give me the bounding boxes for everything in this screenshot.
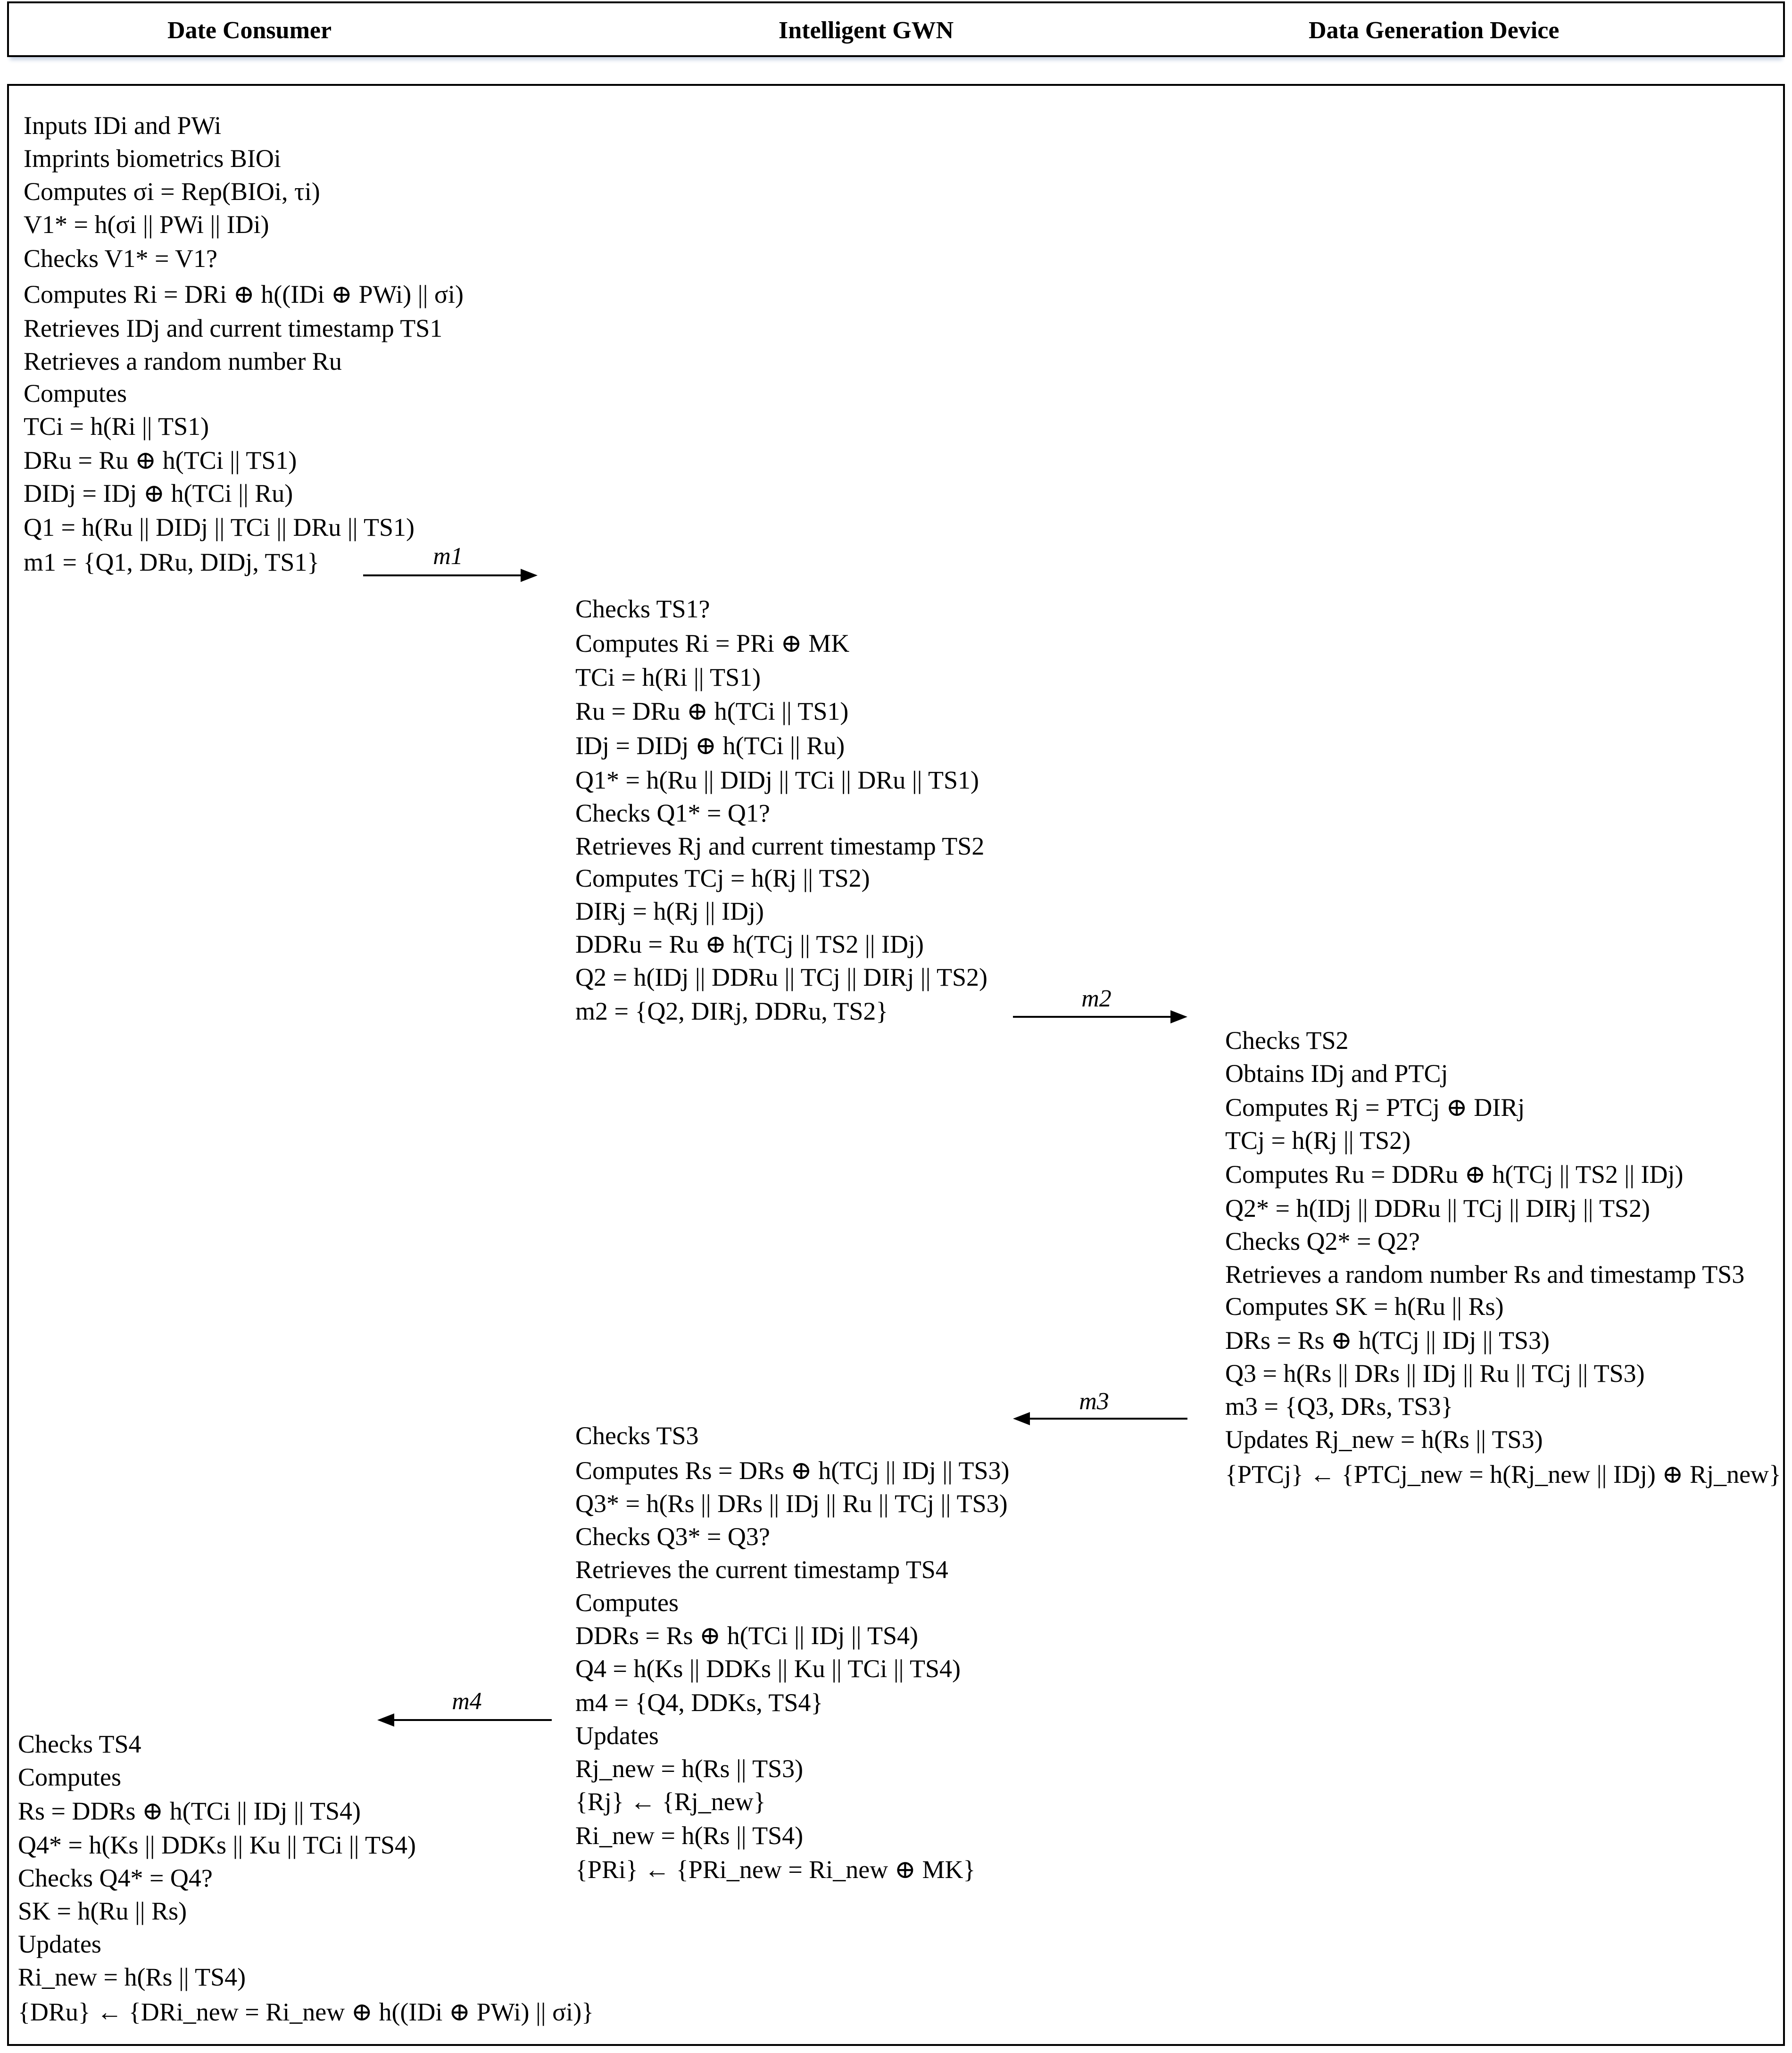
message-label-m4: m4 <box>452 1688 482 1715</box>
device-step3-line: TCj = h(Rj || TS2) <box>1225 1126 1411 1155</box>
consumer-step1-line: Computes <box>24 379 127 407</box>
gwn-step4-line: Checks Q3* = Q3? <box>575 1522 770 1551</box>
gwn-step4-line: Q4 = h(Ks || DDKs || Ku || TCi || TS4) <box>575 1654 961 1683</box>
gwn-step2-line: m2 = {Q2, DIRj, DDRu, TS2} <box>575 997 888 1025</box>
device-step3-line: Computes Rj = PTCj ⊕ DIRj <box>1225 1093 1525 1122</box>
header-data-generation-device: Data Generation Device <box>1309 17 1560 44</box>
arrow-m4 <box>377 1713 552 1727</box>
device-step3-line: Q2* = h(IDj || DDRu || TCj || DIRj || TS… <box>1225 1194 1650 1222</box>
column-header: Date Consumer Intelligent GWN Data Gener… <box>7 1 1785 57</box>
header-date-consumer: Date Consumer <box>167 17 332 44</box>
consumer-step1-line: Inputs IDi and PWi <box>24 111 222 140</box>
consumer-step1-line: m1 = {Q1, DRu, DIDj, TS1} <box>24 548 320 576</box>
message-label-m2: m2 <box>1081 985 1112 1012</box>
consumer-step1-line: Imprints biometrics BIOi <box>24 144 281 173</box>
gwn-step2-line: DIRj = h(Rj || IDj) <box>575 897 764 925</box>
gwn-step2-line: Retrieves Rj and current timestamp TS2 <box>575 832 985 860</box>
gwn-step2-line: Ru = DRu ⊕ h(TCi || TS1) <box>575 697 849 725</box>
gwn-step2-line: IDj = DIDj ⊕ h(TCi || Ru) <box>575 731 845 760</box>
gwn-step4-line: m4 = {Q4, DDKs, TS4} <box>575 1688 823 1717</box>
gwn-step2-line: Checks TS1? <box>575 595 710 623</box>
device-step3-line: Updates Rj_new = h(Rs || TS3) <box>1225 1425 1543 1454</box>
device-step3-line: Retrieves a random number Rs and timesta… <box>1225 1260 1745 1288</box>
gwn-step4-line: Updates <box>575 1721 659 1750</box>
arrow-m3 <box>1013 1412 1187 1425</box>
consumer-step5-line: Checks TS4 <box>18 1730 141 1758</box>
message-label-m1: m1 <box>433 543 463 570</box>
arrow-m2 <box>1013 1010 1187 1023</box>
gwn-step4-line: Rj_new = h(Rs || TS3) <box>575 1754 804 1783</box>
device-step3-line: Checks TS2 <box>1225 1026 1349 1055</box>
consumer-step1-line: TCi = h(Ri || TS1) <box>24 412 209 441</box>
gwn-step2-line: Computes TCj = h(Rj || TS2) <box>575 864 870 892</box>
gwn-step4-line: Ri_new = h(Rs || TS4) <box>575 1821 804 1850</box>
consumer-step5-line: SK = h(Ru || Rs) <box>18 1897 187 1925</box>
consumer-step1-line: Computes σi = Rep(BIOi, τi) <box>24 177 320 206</box>
consumer-step5-line: Rs = DDRs ⊕ h(TCi || IDj || TS4) <box>18 1797 361 1825</box>
gwn-step2-line: DDRu = Ru ⊕ h(TCj || TS2 || IDj) <box>575 930 924 958</box>
consumer-step5-line: Q4* = h(Ks || DDKs || Ku || TCi || TS4) <box>18 1831 416 1859</box>
header-intelligent-gwn: Intelligent GWN <box>779 17 954 44</box>
message-label-m3: m3 <box>1079 1388 1109 1415</box>
consumer-step5-line: Computes <box>18 1763 122 1791</box>
device-step3-line: Obtains IDj and PTCj <box>1225 1059 1448 1088</box>
gwn-step4-line: Computes Rs = DRs ⊕ h(TCj || IDj || TS3) <box>575 1456 1010 1485</box>
consumer-step5-line: Checks Q4* = Q4? <box>18 1864 213 1892</box>
consumer-step1-line: Q1 = h(Ru || DIDj || TCi || DRu || TS1) <box>24 513 415 541</box>
gwn-step4-line: Checks TS3 <box>575 1421 699 1450</box>
consumer-step1-line: V1* = h(σi || PWi || IDi) <box>24 210 269 239</box>
gwn-step4-line: DDRs = Rs ⊕ h(TCi || IDj || TS4) <box>575 1621 918 1650</box>
gwn-step4-line: Q3* = h(Rs || DRs || IDj || Ru || TCj ||… <box>575 1489 1008 1518</box>
gwn-step2-line: Q2 = h(IDj || DDRu || TCj || DIRj || TS2… <box>575 963 987 991</box>
gwn-step4-line: {Rj} ← {Rj_new} <box>575 1787 766 1816</box>
consumer-step5-line: Ri_new = h(Rs || TS4) <box>18 1963 246 1991</box>
device-step3-line: m3 = {Q3, DRs, TS3} <box>1225 1392 1453 1421</box>
consumer-step1-line: DRu = Ru ⊕ h(TCi || TS1) <box>24 446 297 474</box>
gwn-step4-line: {PRi} ← {PRi_new = Ri_new ⊕ MK} <box>575 1855 976 1884</box>
consumer-step5-line: Updates <box>18 1930 101 1958</box>
device-step3-line: {PTCj} ← {PTCj_new = h(Rj_new || IDj) ⊕ … <box>1225 1460 1781 1488</box>
consumer-step1-line: Retrieves IDj and current timestamp TS1 <box>24 314 443 342</box>
consumer-step1-line: DIDj = IDj ⊕ h(TCi || Ru) <box>24 479 293 507</box>
consumer-step5-line: {DRu} ← {DRi_new = Ri_new ⊕ h((IDi ⊕ PWi… <box>18 1998 594 2026</box>
consumer-step1-line: Computes Ri = DRi ⊕ h((IDi ⊕ PWi) || σi) <box>24 280 464 308</box>
device-step3-line: Checks Q2* = Q2? <box>1225 1227 1420 1255</box>
gwn-step2-line: Checks Q1* = Q1? <box>575 799 770 827</box>
protocol-frame <box>7 84 1785 2046</box>
gwn-step2-line: Computes Ri = PRi ⊕ MK <box>575 629 850 657</box>
consumer-step1-line: Checks V1* = V1? <box>24 244 217 273</box>
gwn-step2-line: TCi = h(Ri || TS1) <box>575 663 761 691</box>
gwn-step2-line: Q1* = h(Ru || DIDj || TCi || DRu || TS1) <box>575 766 979 794</box>
consumer-step1-line: Retrieves a random number Ru <box>24 347 342 375</box>
device-step3-line: Q3 = h(Rs || DRs || IDj || Ru || TCj || … <box>1225 1359 1645 1388</box>
device-step3-line: DRs = Rs ⊕ h(TCj || IDj || TS3) <box>1225 1326 1550 1355</box>
device-step3-line: Computes Ru = DDRu ⊕ h(TCj || TS2 || IDj… <box>1225 1160 1684 1189</box>
gwn-step4-line: Computes <box>575 1588 679 1617</box>
arrow-m1 <box>363 569 538 582</box>
device-step3-line: Computes SK = h(Ru || Rs) <box>1225 1292 1504 1321</box>
gwn-step4-line: Retrieves the current timestamp TS4 <box>575 1555 948 1584</box>
